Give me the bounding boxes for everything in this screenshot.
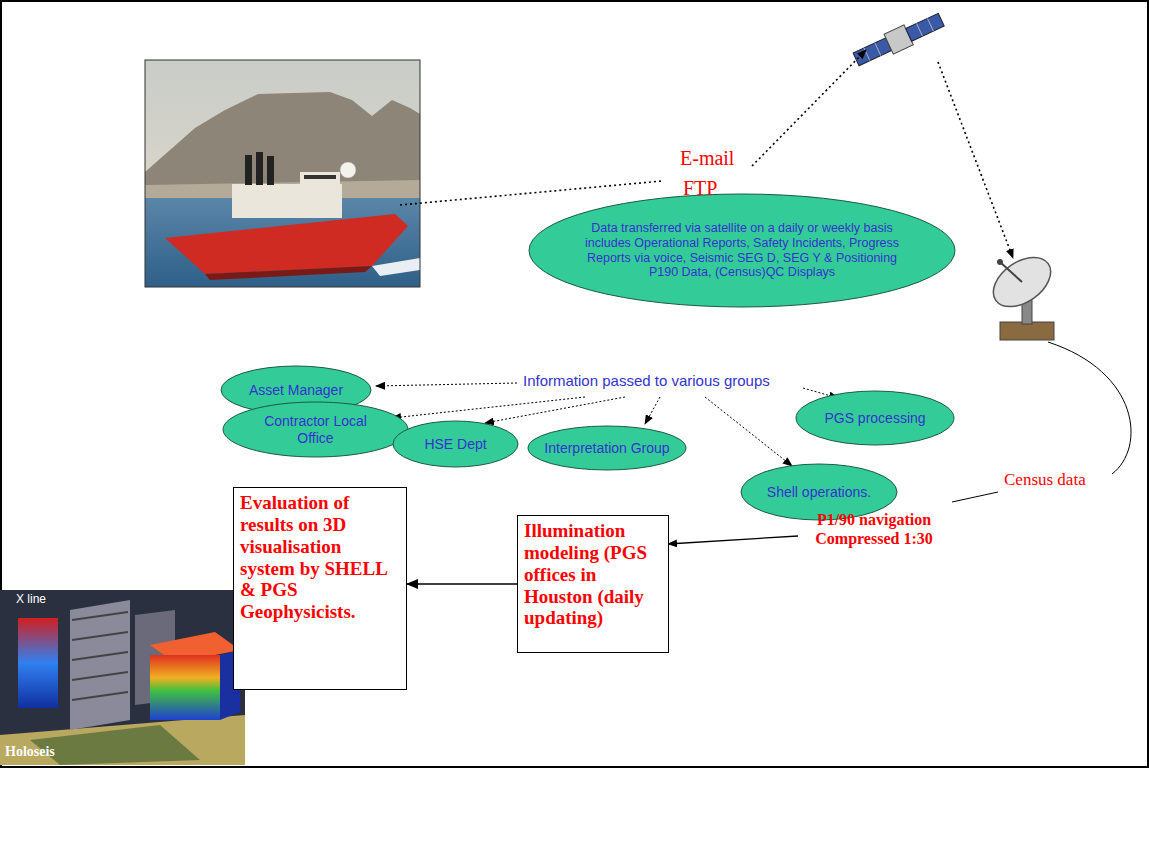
group-ellipse: Contractor Local Office (222, 401, 409, 458)
ellipse-shape (393, 421, 518, 467)
census-line (952, 492, 998, 502)
link-label: Census data (1004, 470, 1086, 490)
ellipse-shape (223, 402, 408, 457)
text-group: PGS processing (824, 410, 925, 427)
node-text: Shell operations. (767, 484, 871, 501)
node-text: HSE Dept (424, 436, 486, 453)
text-group: Shell operations. (767, 484, 871, 501)
note-text: P1/90 navigation Compressed 1:30 (798, 510, 950, 548)
census-curve (1048, 342, 1131, 474)
node-text: PGS processing (824, 410, 925, 427)
leader-arrow (376, 383, 517, 386)
node-text: Data transferred via satellite on a dail… (577, 221, 907, 280)
ftp-link (752, 50, 866, 166)
text-group: Asset Manager (249, 382, 343, 399)
node-text: Contractor Local Office (255, 413, 377, 447)
ftp-link (400, 181, 662, 205)
text-group: Evaluation of results on 3D visualisatio… (240, 492, 400, 623)
text-group: Data transferred via satellite on a dail… (577, 221, 907, 280)
image-caption: Holoseis (5, 744, 55, 761)
text-group: Contractor Local Office (255, 413, 377, 447)
leader-arrow (705, 397, 792, 466)
group-ellipse: PGS processing (795, 390, 955, 446)
result-box: Evaluation of results on 3D visualisatio… (233, 487, 407, 690)
data-ellipse: Data transferred via satellite on a dail… (528, 193, 956, 308)
leader-arrow (645, 397, 660, 424)
ellipse-shape (796, 391, 954, 445)
node-text: Evaluation of results on 3D visualisatio… (240, 492, 400, 623)
text-group: Illumination modeling (PGS offices in Ho… (524, 520, 662, 629)
text-group: HSE Dept (424, 436, 486, 453)
process-box: Illumination modeling (PGS offices in Ho… (517, 515, 669, 653)
ellipse-shape (529, 194, 955, 307)
ship-photo (145, 60, 420, 287)
census-link (952, 342, 1131, 502)
text-group: Interpretation Group (544, 440, 669, 457)
group-ellipse: HSE Dept (392, 420, 519, 468)
distribution-arrows (376, 383, 838, 466)
leader-arrow (485, 397, 625, 423)
group-ellipse: Interpretation Group (527, 425, 687, 471)
downlink (938, 62, 1013, 258)
satellite-icon (851, 10, 945, 70)
image-text: X line (16, 592, 46, 606)
link-label: E-mail (680, 146, 734, 170)
node-text: Illumination modeling (PGS offices in Ho… (524, 520, 662, 629)
holoseis-image (0, 590, 245, 765)
node-text: Interpretation Group (544, 440, 669, 457)
navigation-arrow (668, 536, 798, 544)
ellipse-shape (528, 426, 686, 470)
outer-frame (1, 1, 1148, 767)
satellite-dish-icon (984, 247, 1059, 340)
flow-arrow (407, 583, 517, 585)
leader-arrow (392, 397, 585, 418)
note-text: Information passed to various groups (523, 372, 770, 390)
node-text: Asset Manager (249, 382, 343, 399)
link-label: FTP (683, 176, 717, 200)
